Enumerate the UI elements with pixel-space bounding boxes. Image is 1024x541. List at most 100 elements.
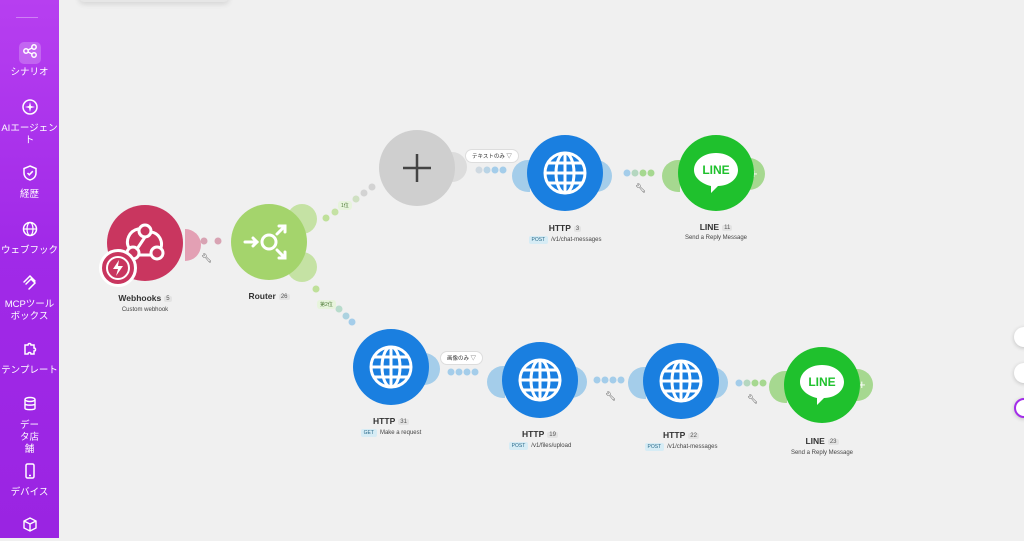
connector-empty-http3: [475, 166, 507, 174]
webhook-icon: [125, 223, 165, 261]
http-method-badge: POST: [508, 442, 529, 450]
wrench-icon[interactable]: 🔧︎: [635, 183, 647, 193]
filter-image-only[interactable]: 画像のみ ▽: [440, 351, 484, 365]
module-name: HTTP: [373, 416, 396, 426]
route-order-label[interactable]: 第2位: [317, 300, 336, 309]
sidebar-item-more[interactable]: [0, 514, 59, 541]
line-circle: LINE: [678, 135, 754, 211]
sidebar-item-ai-agents[interactable]: AIエージェント: [0, 96, 59, 147]
module-subtitle: Send a Reply Message: [790, 450, 854, 456]
module-router[interactable]: [229, 204, 319, 294]
globe-icon: [19, 220, 41, 242]
sidebar-item-history[interactable]: 経歴: [0, 162, 59, 201]
module-line-11[interactable]: + LINE: [662, 135, 774, 215]
shield-check-icon: [19, 164, 41, 186]
module-id: 23: [827, 439, 839, 445]
filter-label: 画像のみ: [447, 356, 470, 362]
plus-icon: [403, 154, 431, 182]
module-id: 3: [573, 226, 582, 232]
filter-funnel-icon: ▽: [506, 154, 512, 160]
module-webhooks[interactable]: [99, 205, 201, 287]
sidebar-item-label: MCPツールボックス: [4, 299, 55, 322]
route-order-label[interactable]: 1位: [338, 201, 352, 210]
device-icon: [19, 462, 41, 484]
http-circle: [643, 343, 719, 419]
canvas-control-button[interactable]: [1014, 327, 1024, 347]
connector-http31-http19: [447, 368, 479, 376]
module-connections: [200, 166, 767, 387]
http-circle: [353, 329, 429, 405]
module-line-23[interactable]: + LINE: [769, 347, 881, 427]
filter-text-only[interactable]: テキストのみ ▽: [465, 149, 519, 163]
module-handle-left: [769, 371, 787, 403]
module-subtitle: POST/v1/chat-messages: [591, 443, 771, 451]
http-circle: [527, 135, 603, 211]
http-method-badge: POST: [528, 236, 549, 244]
mcp-icon: [19, 274, 41, 296]
instant-trigger-badge: [99, 249, 137, 287]
module-id: 5: [164, 296, 172, 302]
http-path: Make a request: [379, 430, 422, 436]
empty-circle: [379, 130, 455, 206]
wrench-icon[interactable]: 🔧︎: [605, 391, 617, 401]
module-handle-left: [662, 160, 680, 192]
module-name: HTTP: [522, 429, 545, 439]
line-logo-icon: LINE: [694, 153, 738, 193]
module-name: HTTP: [548, 223, 571, 233]
module-http-3[interactable]: [512, 135, 624, 215]
sidebar: シナリオ AIエージェント 経歴 ウェブフック MCPツールボックス テンプレー…: [0, 0, 59, 538]
http-method-badge: POST: [644, 443, 665, 451]
module-http-19[interactable]: [487, 342, 599, 422]
module-name: LINE: [699, 222, 720, 232]
sidebar-item-label: AIエージェント: [1, 123, 58, 146]
sidebar-item-scenarios[interactable]: シナリオ: [0, 40, 59, 79]
sidebar-item-data-stores[interactable]: データ店舗: [0, 393, 59, 456]
sidebar-item-mcp-toolbox[interactable]: MCPツールボックス: [0, 272, 59, 323]
connector-http3-line11: [623, 169, 655, 177]
wrench-icon[interactable]: 🔧︎: [201, 253, 213, 263]
sidebar-item-label: シナリオ: [10, 67, 49, 78]
route-2-connector: [312, 285, 356, 326]
canvas-control-button[interactable]: [1014, 363, 1024, 383]
line-logo-icon: LINE: [800, 365, 844, 405]
module-handle-left: [628, 367, 646, 399]
sidebar-item-webhooks[interactable]: ウェブフック: [0, 218, 59, 257]
ai-assistant-button[interactable]: [1014, 398, 1024, 418]
sidebar-item-devices[interactable]: デバイス: [0, 460, 59, 499]
module-handle[interactable]: [185, 229, 201, 261]
module-name: Webhooks: [118, 293, 162, 303]
module-http-22[interactable]: [628, 343, 740, 423]
wrench-icon[interactable]: 🔧︎: [747, 394, 759, 404]
sidebar-item-label: テンプレート: [1, 365, 58, 376]
sidebar-item-label: ウェブフック: [0, 245, 58, 256]
route-1-connector: [322, 183, 376, 222]
svg-text:LINE: LINE: [702, 163, 729, 177]
http-path: /v1/files/upload: [531, 443, 572, 449]
svg-text:LINE: LINE: [808, 375, 835, 389]
module-http-31[interactable]: [353, 329, 443, 409]
sidebar-item-templates[interactable]: テンプレート: [0, 338, 59, 377]
module-subtitle: Send a Reply Message: [684, 235, 748, 241]
globe-icon: [659, 359, 703, 403]
module-id: 22: [688, 433, 699, 439]
sidebar-item-label: データ店舗: [19, 420, 39, 455]
globe-icon: [369, 345, 413, 389]
plus-icon: +: [858, 377, 866, 392]
module-empty[interactable]: [379, 130, 474, 210]
router-circle: [231, 204, 307, 280]
toolbar-shadow: [79, 0, 229, 2]
cube-icon: [19, 516, 41, 538]
http-circle: [502, 342, 578, 418]
module-id: 19: [547, 432, 558, 438]
lightning-icon: [106, 256, 130, 280]
globe-icon: [518, 358, 562, 402]
filter-label: テキストのみ: [472, 154, 505, 160]
sidebar-item-label: 経歴: [19, 189, 39, 200]
